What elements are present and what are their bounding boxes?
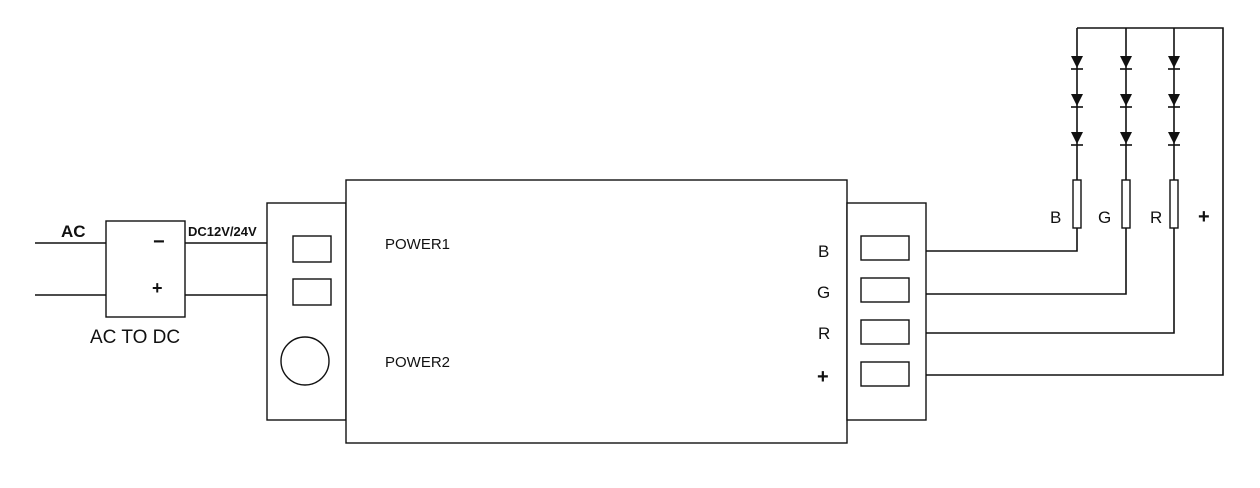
output-label-plus: + bbox=[817, 366, 829, 388]
dc-voltage-label: DC12V/24V bbox=[188, 224, 257, 239]
power1-label: POWER1 bbox=[385, 236, 450, 253]
output-terminal-plus bbox=[860, 361, 910, 387]
power2-label: POWER2 bbox=[385, 354, 450, 371]
led-diode-icon bbox=[1071, 56, 1083, 68]
led-channel-r bbox=[1168, 28, 1180, 229]
led-channel-b bbox=[1071, 28, 1083, 229]
resistor-g bbox=[1121, 179, 1131, 229]
converter-name: AC TO DC bbox=[90, 327, 180, 348]
ac-to-dc-converter bbox=[105, 220, 186, 318]
led-diode-icon bbox=[1168, 132, 1180, 144]
wire-common-plus bbox=[926, 27, 1224, 376]
output-terminal-b bbox=[860, 235, 910, 261]
power-jack bbox=[280, 336, 330, 386]
strip-label-b: B bbox=[1050, 208, 1061, 227]
led-diode-icon bbox=[1120, 132, 1132, 144]
power-terminal-1 bbox=[292, 235, 332, 263]
output-label-b: B bbox=[818, 242, 829, 261]
led-diode-icon bbox=[1071, 132, 1083, 144]
output-terminal-g bbox=[860, 277, 910, 303]
led-diode-icon bbox=[1168, 56, 1180, 68]
strip-label-plus: + bbox=[1198, 206, 1210, 228]
converter-minus-label: − bbox=[153, 231, 165, 253]
wire-b bbox=[926, 228, 1078, 252]
strip-label-g: G bbox=[1098, 208, 1111, 227]
led-diode-icon bbox=[1120, 56, 1132, 68]
resistor-b bbox=[1072, 179, 1082, 229]
controller-body bbox=[345, 179, 848, 444]
output-terminal-r bbox=[860, 319, 910, 345]
output-label-r: R bbox=[818, 324, 830, 343]
strip-label-r: R bbox=[1150, 208, 1162, 227]
output-label-g: G bbox=[817, 283, 830, 302]
led-diode-icon bbox=[1120, 94, 1132, 106]
led-diode-icon bbox=[1071, 94, 1083, 106]
ac-label: AC bbox=[61, 222, 86, 241]
wire-r bbox=[926, 228, 1175, 334]
power-terminal-2 bbox=[292, 278, 332, 306]
led-diode-icon bbox=[1168, 94, 1180, 106]
wire-g bbox=[926, 228, 1127, 295]
converter-plus-label: + bbox=[152, 278, 163, 298]
resistor-r bbox=[1169, 179, 1179, 229]
led-channel-g bbox=[1120, 28, 1132, 229]
